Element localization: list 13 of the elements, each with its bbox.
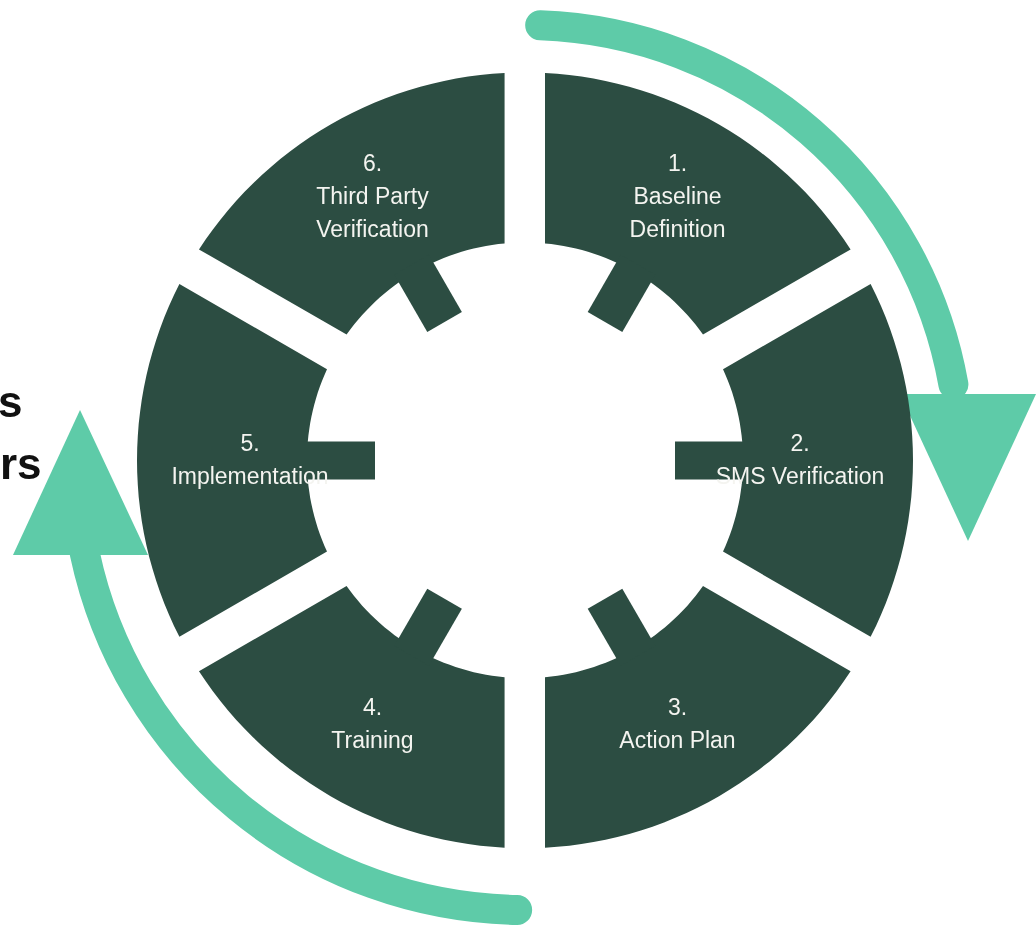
- step-title: Training: [330, 726, 415, 756]
- step-number: 2.: [789, 429, 811, 458]
- step-number: 3.: [666, 693, 689, 723]
- step-number: 1.: [666, 148, 689, 178]
- step-title: Third Party Verification: [315, 181, 430, 244]
- step-number: 5.: [239, 429, 261, 458]
- partial-heading-text: rs: [0, 442, 42, 486]
- step-number: 4.: [361, 693, 384, 723]
- step-title: Action Plan: [618, 726, 737, 756]
- step-title: Baseline Definition: [628, 181, 727, 244]
- step-number: 6.: [361, 148, 384, 178]
- partial-heading-text: s: [0, 380, 23, 424]
- step-title: SMS Verification: [715, 462, 885, 491]
